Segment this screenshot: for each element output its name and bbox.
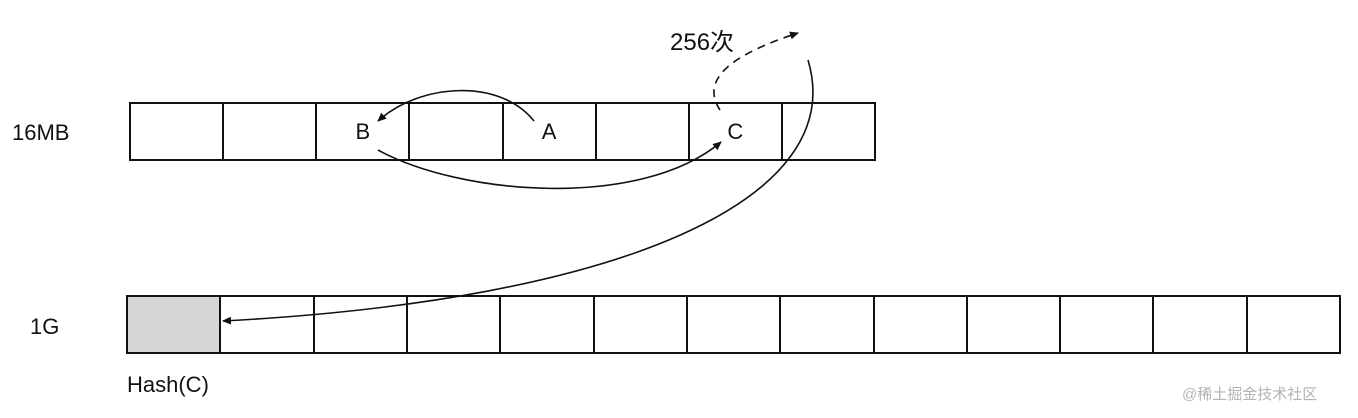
bottom-cell <box>501 297 595 352</box>
bottom-cell-hash-target <box>128 297 222 352</box>
top-cell-b <box>224 104 318 159</box>
top-row-label: 16MB <box>12 120 70 145</box>
bottom-cell <box>1247 297 1340 352</box>
top-cell-a: A <box>503 104 597 159</box>
bottom-cell <box>874 297 968 352</box>
top-cell <box>131 104 225 159</box>
bottom-cell <box>407 297 502 352</box>
top-cell <box>410 104 504 159</box>
bottom-cell <box>1061 297 1155 352</box>
bottom-row-label: 1G <box>30 314 60 339</box>
arrow-final-to-hash-cell <box>222 59 814 325</box>
top-cell-c: C <box>689 104 783 159</box>
iterations-label: 256次 <box>670 29 735 56</box>
bottom-cell <box>687 297 782 352</box>
bottom-cell <box>967 297 1062 352</box>
bottom-cell <box>221 297 315 352</box>
top-cell <box>596 104 690 159</box>
top-cell-b: B <box>317 104 411 159</box>
bottom-cell <box>594 297 688 352</box>
bottom-cell <box>314 297 408 352</box>
top-cell <box>782 104 874 159</box>
watermark: @稀土掘金技术社区 <box>1182 386 1318 403</box>
bottom-memory-bar <box>126 295 1341 354</box>
top-memory-bar: B A C <box>129 102 876 161</box>
bottom-cell <box>1154 297 1248 352</box>
bottom-cell <box>781 297 875 352</box>
hash-caption: Hash(C) <box>127 372 209 397</box>
